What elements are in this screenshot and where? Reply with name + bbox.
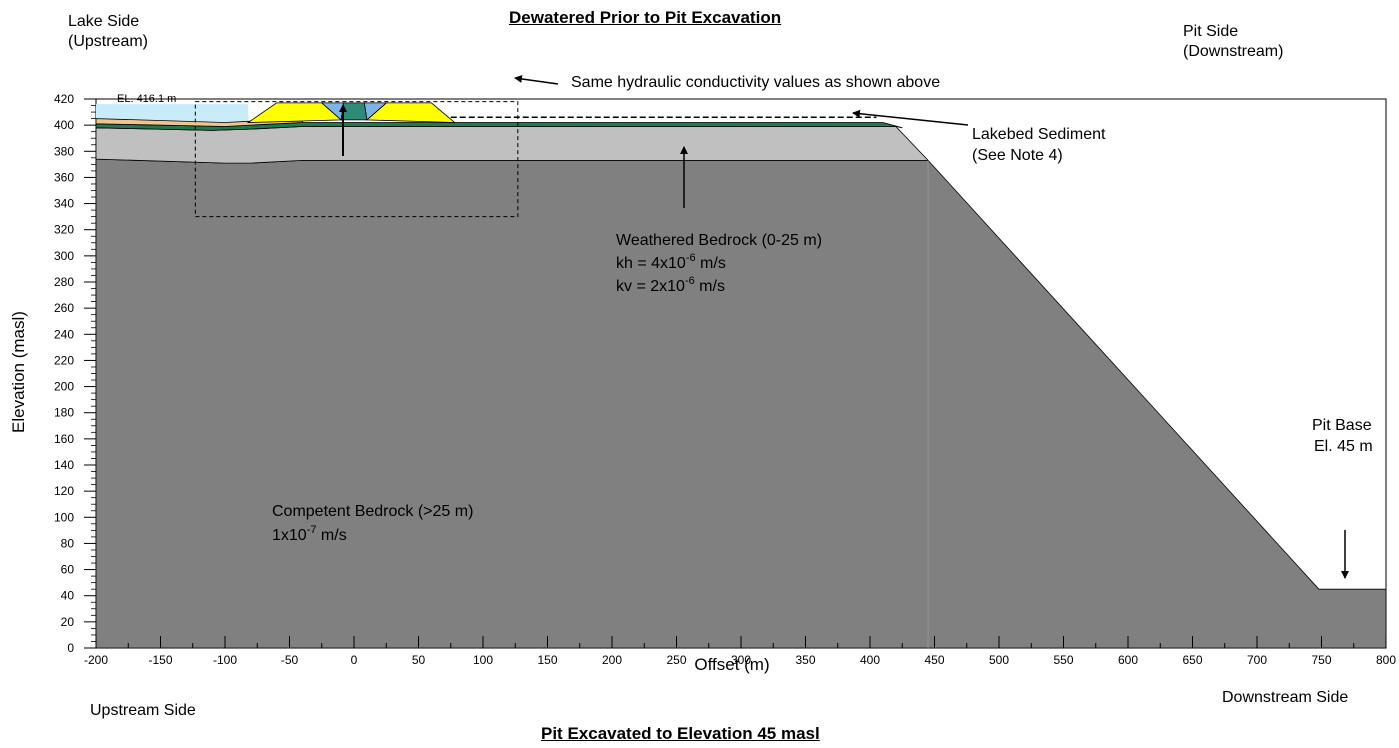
x-tick-label: -100 [213, 653, 237, 667]
pit-base-label-1: Pit Base [1312, 417, 1372, 434]
y-tick-label: 400 [54, 118, 74, 132]
x-axis-ticks: -200 -150 -100 -50 0 50 100 150 200 250 300 350 400 4… [84, 636, 1396, 667]
y-tick-label: 200 [54, 380, 74, 394]
x-tick-label: 550 [1053, 653, 1073, 667]
y-tick-label: 80 [61, 536, 75, 550]
y-tick-label: 160 [54, 432, 74, 446]
y-tick-label: 320 [54, 223, 74, 237]
y-tick-label: 360 [54, 170, 74, 184]
y-axis-label: Elevation (masl) [9, 311, 28, 433]
same-k-label: Same hydraulic conductivity values as sh… [571, 74, 940, 91]
y-tick-label: 260 [54, 301, 74, 315]
competent-label: Competent Bedrock (>25 m) [272, 503, 473, 520]
x-tick-label: 700 [1247, 653, 1267, 667]
lakebed-arrow [852, 109, 969, 126]
y-tick-label: 220 [54, 353, 74, 367]
x-tick-label: 400 [860, 653, 880, 667]
y-tick-label: 140 [54, 458, 74, 472]
weathered-label: Weathered Bedrock (0-25 m) [616, 232, 822, 249]
weathered-kh: kh = 4x10-6 m/s [616, 252, 726, 272]
x-tick-label: 100 [473, 653, 493, 667]
y-tick-label: 100 [54, 510, 74, 524]
x-tick-label: 50 [412, 653, 426, 667]
pit-side-label: Pit Side (Downstream) [1183, 22, 1283, 62]
upstream-side-label: Upstream Side [90, 702, 196, 719]
x-tick-label: -200 [84, 653, 108, 667]
lake-side-line1: Lake Side [68, 13, 140, 30]
x-tick-label: 300 [731, 653, 751, 667]
y-tick-label: 300 [54, 249, 74, 263]
x-tick-label: 250 [666, 653, 686, 667]
pit-side-line1: Pit Side [1183, 23, 1239, 40]
top-title: Dewatered Prior to Pit Excavation [509, 8, 782, 27]
lakebed-sediment [95, 118, 303, 127]
pit-base-label-2: El. 45 m [1314, 438, 1373, 455]
competent-k: 1x10-7 m/s [272, 524, 347, 544]
y-axis-ticks: 0 20 40 60 80 100 120 140 160 180 200 220 240 260 280 3… [54, 92, 96, 655]
y-tick-label: 20 [61, 615, 75, 629]
inset-box [194, 101, 519, 218]
x-tick-label: -150 [148, 653, 172, 667]
x-tick-label: 500 [989, 653, 1009, 667]
weathered-kv: kv = 2x10-6 m/s [616, 275, 725, 295]
lakebed-label-2: (See Note 4) [972, 147, 1063, 164]
y-tick-label: 420 [54, 92, 74, 106]
lake-side-label: Lake Side (Upstream) [68, 12, 148, 52]
dam-core [340, 102, 368, 121]
y-tick-label: 120 [54, 484, 74, 498]
x-tick-label: 0 [351, 653, 358, 667]
y-tick-label: 380 [54, 144, 74, 158]
x-tick-label: 350 [795, 653, 815, 667]
lake-water [96, 104, 249, 123]
same-k-arrow [514, 75, 559, 85]
lake-side-line2: (Upstream) [68, 33, 149, 50]
x-tick-label: 200 [602, 653, 622, 667]
lakebed-label-1: Lakebed Sediment [972, 126, 1106, 143]
x-tick-label: -50 [281, 653, 299, 667]
y-tick-label: 0 [67, 641, 74, 655]
y-tick-label: 240 [54, 327, 74, 341]
y-tick-label: 40 [61, 589, 75, 603]
weathered-bedrock [95, 126, 930, 164]
water-level-label: EL. 416.1 m [117, 93, 176, 105]
x-tick-label: 650 [1182, 653, 1202, 667]
downstream-side-label: Downstream Side [1222, 689, 1349, 706]
x-tick-label: 150 [537, 653, 557, 667]
pit-side-line2: (Downstream) [1183, 43, 1284, 60]
y-tick-label: 180 [54, 406, 74, 420]
x-tick-label: 750 [1311, 653, 1331, 667]
y-tick-label: 280 [54, 275, 74, 289]
x-axis-label: Offset (m) [694, 655, 769, 674]
x-tick-label: 450 [924, 653, 944, 667]
y-tick-label: 340 [54, 197, 74, 211]
x-tick-label: 600 [1118, 653, 1138, 667]
y-tick-label: 60 [61, 563, 75, 577]
x-tick-label: 800 [1376, 653, 1396, 667]
bottom-title: Pit Excavated to Elevation 45 masl [541, 724, 820, 743]
